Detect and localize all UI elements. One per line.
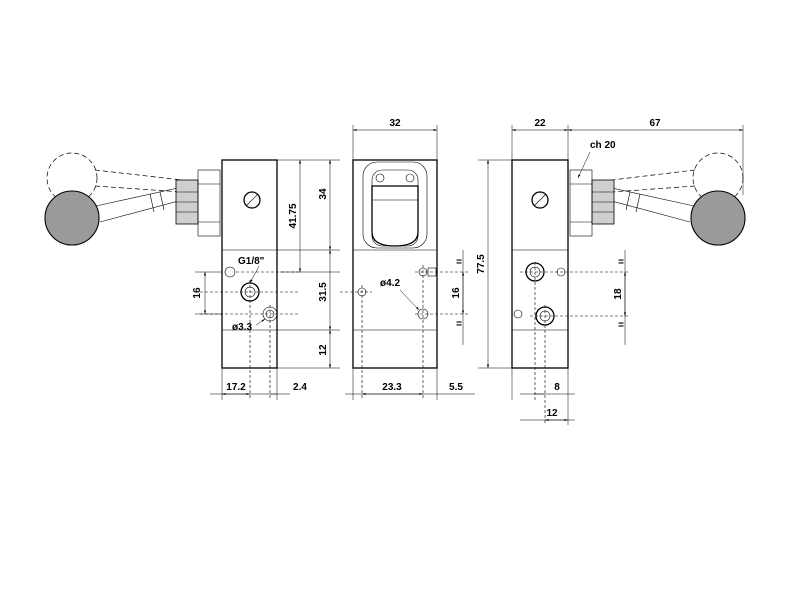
right-body (511, 159, 569, 369)
dim-16-left: 16 (192, 287, 203, 299)
dim-67: 67 (649, 118, 661, 129)
left-nut (175, 169, 221, 237)
dim-12-bottom: 12 (546, 408, 558, 419)
middle-body (352, 159, 438, 369)
right-screw (531, 191, 549, 209)
middle-actuator (362, 161, 428, 249)
left-body (221, 159, 278, 369)
eq-mark-4: = (618, 320, 624, 331)
eq-mark-1: = (456, 257, 462, 268)
label-g18: G1/8" (238, 256, 265, 267)
dim-32: 32 (389, 118, 401, 129)
dim-41-75: 41.75 (288, 203, 299, 228)
dim-22: 22 (534, 118, 546, 129)
left-port-small-top (224, 266, 236, 278)
left-knob (44, 190, 100, 246)
right-knob (690, 190, 746, 246)
dim-17-2: 17.2 (226, 382, 246, 393)
label-d33: ø3.3 (232, 322, 252, 333)
right-view (478, 125, 746, 425)
label-ch20: ch 20 (590, 140, 616, 151)
dim-77-5: 77.5 (476, 254, 487, 274)
left-handle-ghost (46, 152, 183, 204)
dim-34: 34 (318, 188, 329, 200)
dim-5-5: 5.5 (449, 382, 463, 393)
left-screw (243, 191, 261, 209)
dim-18: 18 (613, 288, 624, 300)
dim-8: 8 (554, 382, 560, 393)
right-handle (607, 187, 746, 246)
right-nut (569, 169, 615, 237)
dim-12-vert: 12 (318, 344, 329, 356)
dim-31-5: 31.5 (318, 282, 329, 302)
dim-2-4: 2.4 (293, 382, 307, 393)
eq-mark-3: = (618, 257, 624, 268)
label-d42: ø4.2 (380, 278, 400, 289)
left-view (44, 152, 340, 400)
eq-mark-2: = (456, 319, 462, 330)
middle-view (340, 125, 475, 400)
dim-23-3: 23.3 (382, 382, 402, 393)
left-handle (44, 187, 183, 246)
dim-16-middle: 16 (451, 287, 462, 299)
